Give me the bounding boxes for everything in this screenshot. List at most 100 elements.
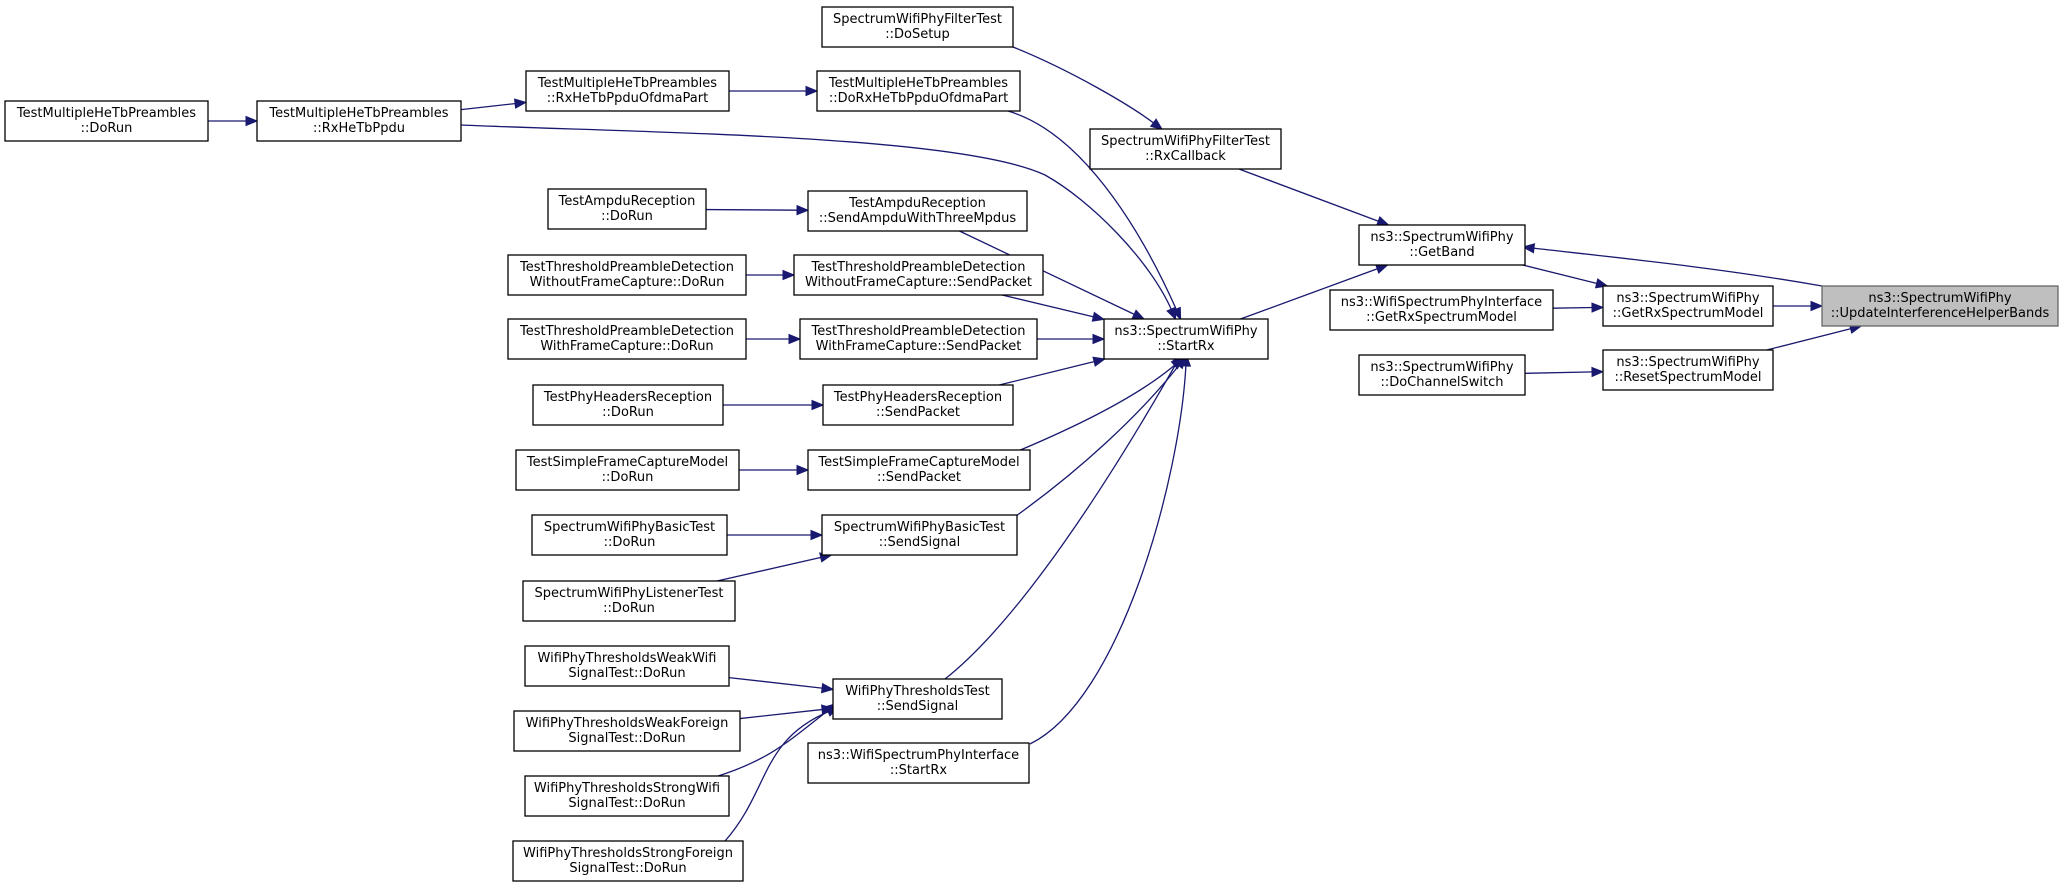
node-wptt_send[interactable]: WifiPhyThresholdsTest::SendSignal bbox=[832, 678, 1003, 720]
node-box bbox=[821, 514, 1018, 556]
node-label-line: ns3::WifiSpectrumPhyInterface bbox=[818, 748, 1019, 763]
edge-line bbox=[714, 708, 831, 778]
node-tmhe_rxofdma[interactable]: TestMultipleHeTbPreambles::RxHeTbPpduOfd… bbox=[525, 70, 730, 112]
node-label-line: TestThresholdPreambleDetection bbox=[811, 260, 1026, 275]
node-getrxsm[interactable]: ns3::SpectrumWifiPhy::GetRxSpectrumModel bbox=[1602, 285, 1774, 327]
node-label-line: ::SendSignal bbox=[877, 699, 958, 714]
edge-line bbox=[1552, 306, 1595, 309]
node-swplt_dorun[interactable]: SpectrumWifiPhyListenerTest::DoRun bbox=[522, 580, 736, 622]
node-box bbox=[507, 254, 747, 296]
node-label-line: ::DoRun bbox=[604, 535, 656, 550]
node-label-line: TestThresholdPreambleDetection bbox=[519, 324, 734, 339]
node-tmhe_dorun[interactable]: TestMultipleHeTbPreambles::DoRun bbox=[4, 100, 209, 142]
node-label-line: ns3::SpectrumWifiPhy bbox=[1616, 291, 1759, 306]
edge-tsfcm_dorun-to-tsfcm_send bbox=[739, 464, 810, 476]
node-label-line: SpectrumWifiPhyListenerTest bbox=[534, 586, 723, 601]
edge-line bbox=[1531, 247, 1823, 287]
node-label-line: TestMultipleHeTbPreambles bbox=[16, 106, 196, 121]
edge-line bbox=[1007, 110, 1178, 312]
node-label-line: ::SendPacket bbox=[877, 470, 961, 485]
arrowhead bbox=[1591, 302, 1605, 313]
node-wpt_wf[interactable]: WifiPhyThresholdsWeakForeignSignalTest::… bbox=[513, 710, 741, 752]
arrowhead bbox=[810, 529, 824, 541]
node-ttpd_w_send[interactable]: TestThresholdPreambleDetectionWithFrameC… bbox=[799, 318, 1038, 360]
node-tar_send[interactable]: TestAmpduReception::SendAmpduWithThreeMp… bbox=[807, 190, 1028, 232]
arrowhead bbox=[1521, 243, 1536, 254]
node-label-line: TestMultipleHeTbPreambles bbox=[828, 76, 1008, 91]
node-box bbox=[515, 449, 740, 491]
node-tmhe_dorxofdma[interactable]: TestMultipleHeTbPreambles::DoRxHeTbPpduO… bbox=[816, 70, 1021, 112]
edge-line bbox=[739, 708, 825, 720]
node-label-line: ::GetRxSpectrumModel bbox=[1366, 310, 1517, 325]
node-ttpd_w_dorun[interactable]: TestThresholdPreambleDetectionWithFrameC… bbox=[507, 318, 747, 360]
node-wspi_getrxsm[interactable]: ns3::WifiSpectrumPhyInterface::GetRxSpec… bbox=[1329, 289, 1554, 331]
node-swpft_rxcb[interactable]: SpectrumWifiPhyFilterTest::RxCallback bbox=[1089, 128, 1282, 170]
node-getband[interactable]: ns3::SpectrumWifiPhy::GetBand bbox=[1358, 224, 1526, 266]
arrowhead bbox=[796, 204, 810, 216]
node-label-line: ns3::SpectrumWifiPhy bbox=[1616, 355, 1759, 370]
node-startrx[interactable]: ns3::SpectrumWifiPhy::StartRx bbox=[1103, 318, 1269, 360]
arrowhead bbox=[1092, 356, 1107, 367]
node-label-line: TestPhyHeadersReception bbox=[833, 390, 1002, 405]
node-tphr_dorun[interactable]: TestPhyHeadersReception::DoRun bbox=[532, 384, 724, 426]
edge-tphr_send-to-startrx bbox=[999, 356, 1107, 386]
edge-tmhe_rxhetb-to-tmhe_rxofdma bbox=[460, 98, 528, 111]
node-label-line: ns3::WifiSpectrumPhyInterface bbox=[1341, 295, 1542, 310]
node-swpbt_dorun[interactable]: SpectrumWifiPhyBasicTest::DoRun bbox=[531, 514, 728, 556]
edge-wspi_getrxsm-to-getrxsm bbox=[1552, 302, 1605, 313]
arrowhead bbox=[1374, 264, 1389, 274]
node-ttpd_wo_send[interactable]: TestThresholdPreambleDetectionWithoutFra… bbox=[793, 254, 1044, 296]
node-label-line: ::RxCallback bbox=[1145, 149, 1226, 164]
node-label-line: TestMultipleHeTbPreambles bbox=[537, 76, 717, 91]
node-label-line: TestAmpduReception bbox=[848, 196, 986, 211]
node-box bbox=[816, 70, 1021, 112]
arrowhead bbox=[1591, 366, 1605, 378]
node-box bbox=[821, 6, 1014, 48]
arrowhead bbox=[788, 333, 802, 345]
node-label-line: SpectrumWifiPhyBasicTest bbox=[544, 520, 715, 535]
edge-line bbox=[1012, 46, 1156, 125]
arrowhead bbox=[1131, 309, 1146, 320]
edge-line bbox=[1524, 371, 1595, 374]
node-label-line: TestAmpduReception bbox=[558, 194, 696, 209]
edge-swpft_rxcb-to-getband bbox=[1238, 168, 1390, 226]
node-label-line: SpectrumWifiPhyFilterTest bbox=[833, 12, 1002, 27]
arrowhead bbox=[805, 85, 819, 97]
edge-tmhe_rxofdma-to-tmhe_dorxofdma bbox=[729, 85, 819, 97]
node-update[interactable]: ns3::SpectrumWifiPhy::UpdateInterference… bbox=[1821, 285, 2059, 327]
node-label-line: TestThresholdPreambleDetection bbox=[519, 260, 734, 275]
node-box bbox=[513, 710, 741, 752]
node-box bbox=[531, 514, 728, 556]
node-box bbox=[822, 384, 1014, 426]
node-swpft_dosetup[interactable]: SpectrumWifiPhyFilterTest::DoSetup bbox=[821, 6, 1014, 48]
node-dochsw[interactable]: ns3::SpectrumWifiPhy::DoChannelSwitch bbox=[1358, 354, 1526, 396]
node-resetsm[interactable]: ns3::SpectrumWifiPhy::ResetSpectrumModel bbox=[1602, 349, 1774, 391]
node-label-line: SignalTest::DoRun bbox=[569, 861, 686, 876]
node-label-line: ::DoChannelSwitch bbox=[1380, 375, 1503, 390]
node-ttpd_wo_dorun[interactable]: TestThresholdPreambleDetectionWithoutFra… bbox=[507, 254, 747, 296]
arrowhead bbox=[811, 399, 825, 411]
node-wpt_sf[interactable]: WifiPhyThresholdsStrongForeignSignalTest… bbox=[512, 840, 744, 882]
node-wpt_sw[interactable]: WifiPhyThresholdsStrongWifiSignalTest::D… bbox=[524, 775, 730, 817]
node-swpbt_send[interactable]: SpectrumWifiPhyBasicTest::SendSignal bbox=[821, 514, 1018, 556]
arrowhead bbox=[1810, 300, 1824, 312]
node-box bbox=[807, 449, 1031, 491]
node-label-line: WifiPhyThresholdsWeakWifi bbox=[538, 651, 717, 666]
node-tsfcm_send[interactable]: TestSimpleFrameCaptureModel::SendPacket bbox=[807, 449, 1031, 491]
arrowhead bbox=[1091, 311, 1106, 322]
node-tar_dorun[interactable]: TestAmpduReception::DoRun bbox=[547, 188, 707, 230]
edge-update-to-getband bbox=[1521, 243, 1823, 287]
node-wpt_ww[interactable]: WifiPhyThresholdsWeakWifiSignalTest::DoR… bbox=[524, 645, 730, 687]
edge-resetsm-to-update bbox=[1766, 323, 1863, 351]
arrowhead bbox=[1166, 306, 1177, 321]
node-tphr_send[interactable]: TestPhyHeadersReception::SendPacket bbox=[822, 384, 1014, 426]
nodes-layer: ns3::SpectrumWifiPhy::UpdateInterference… bbox=[4, 6, 2059, 882]
edge-line bbox=[959, 230, 1137, 316]
node-tsfcm_dorun[interactable]: TestSimpleFrameCaptureModel::DoRun bbox=[515, 449, 740, 491]
node-wspi_startrx[interactable]: ns3::WifiSpectrumPhyInterface::StartRx bbox=[807, 742, 1030, 784]
node-box bbox=[4, 100, 209, 142]
node-tmhe_rxhetb[interactable]: TestMultipleHeTbPreambles::RxHeTbPpdu bbox=[256, 100, 462, 142]
node-label-line: ns3::SpectrumWifiPhy bbox=[1370, 360, 1513, 375]
node-label-line: ns3::SpectrumWifiPhy bbox=[1114, 324, 1257, 339]
